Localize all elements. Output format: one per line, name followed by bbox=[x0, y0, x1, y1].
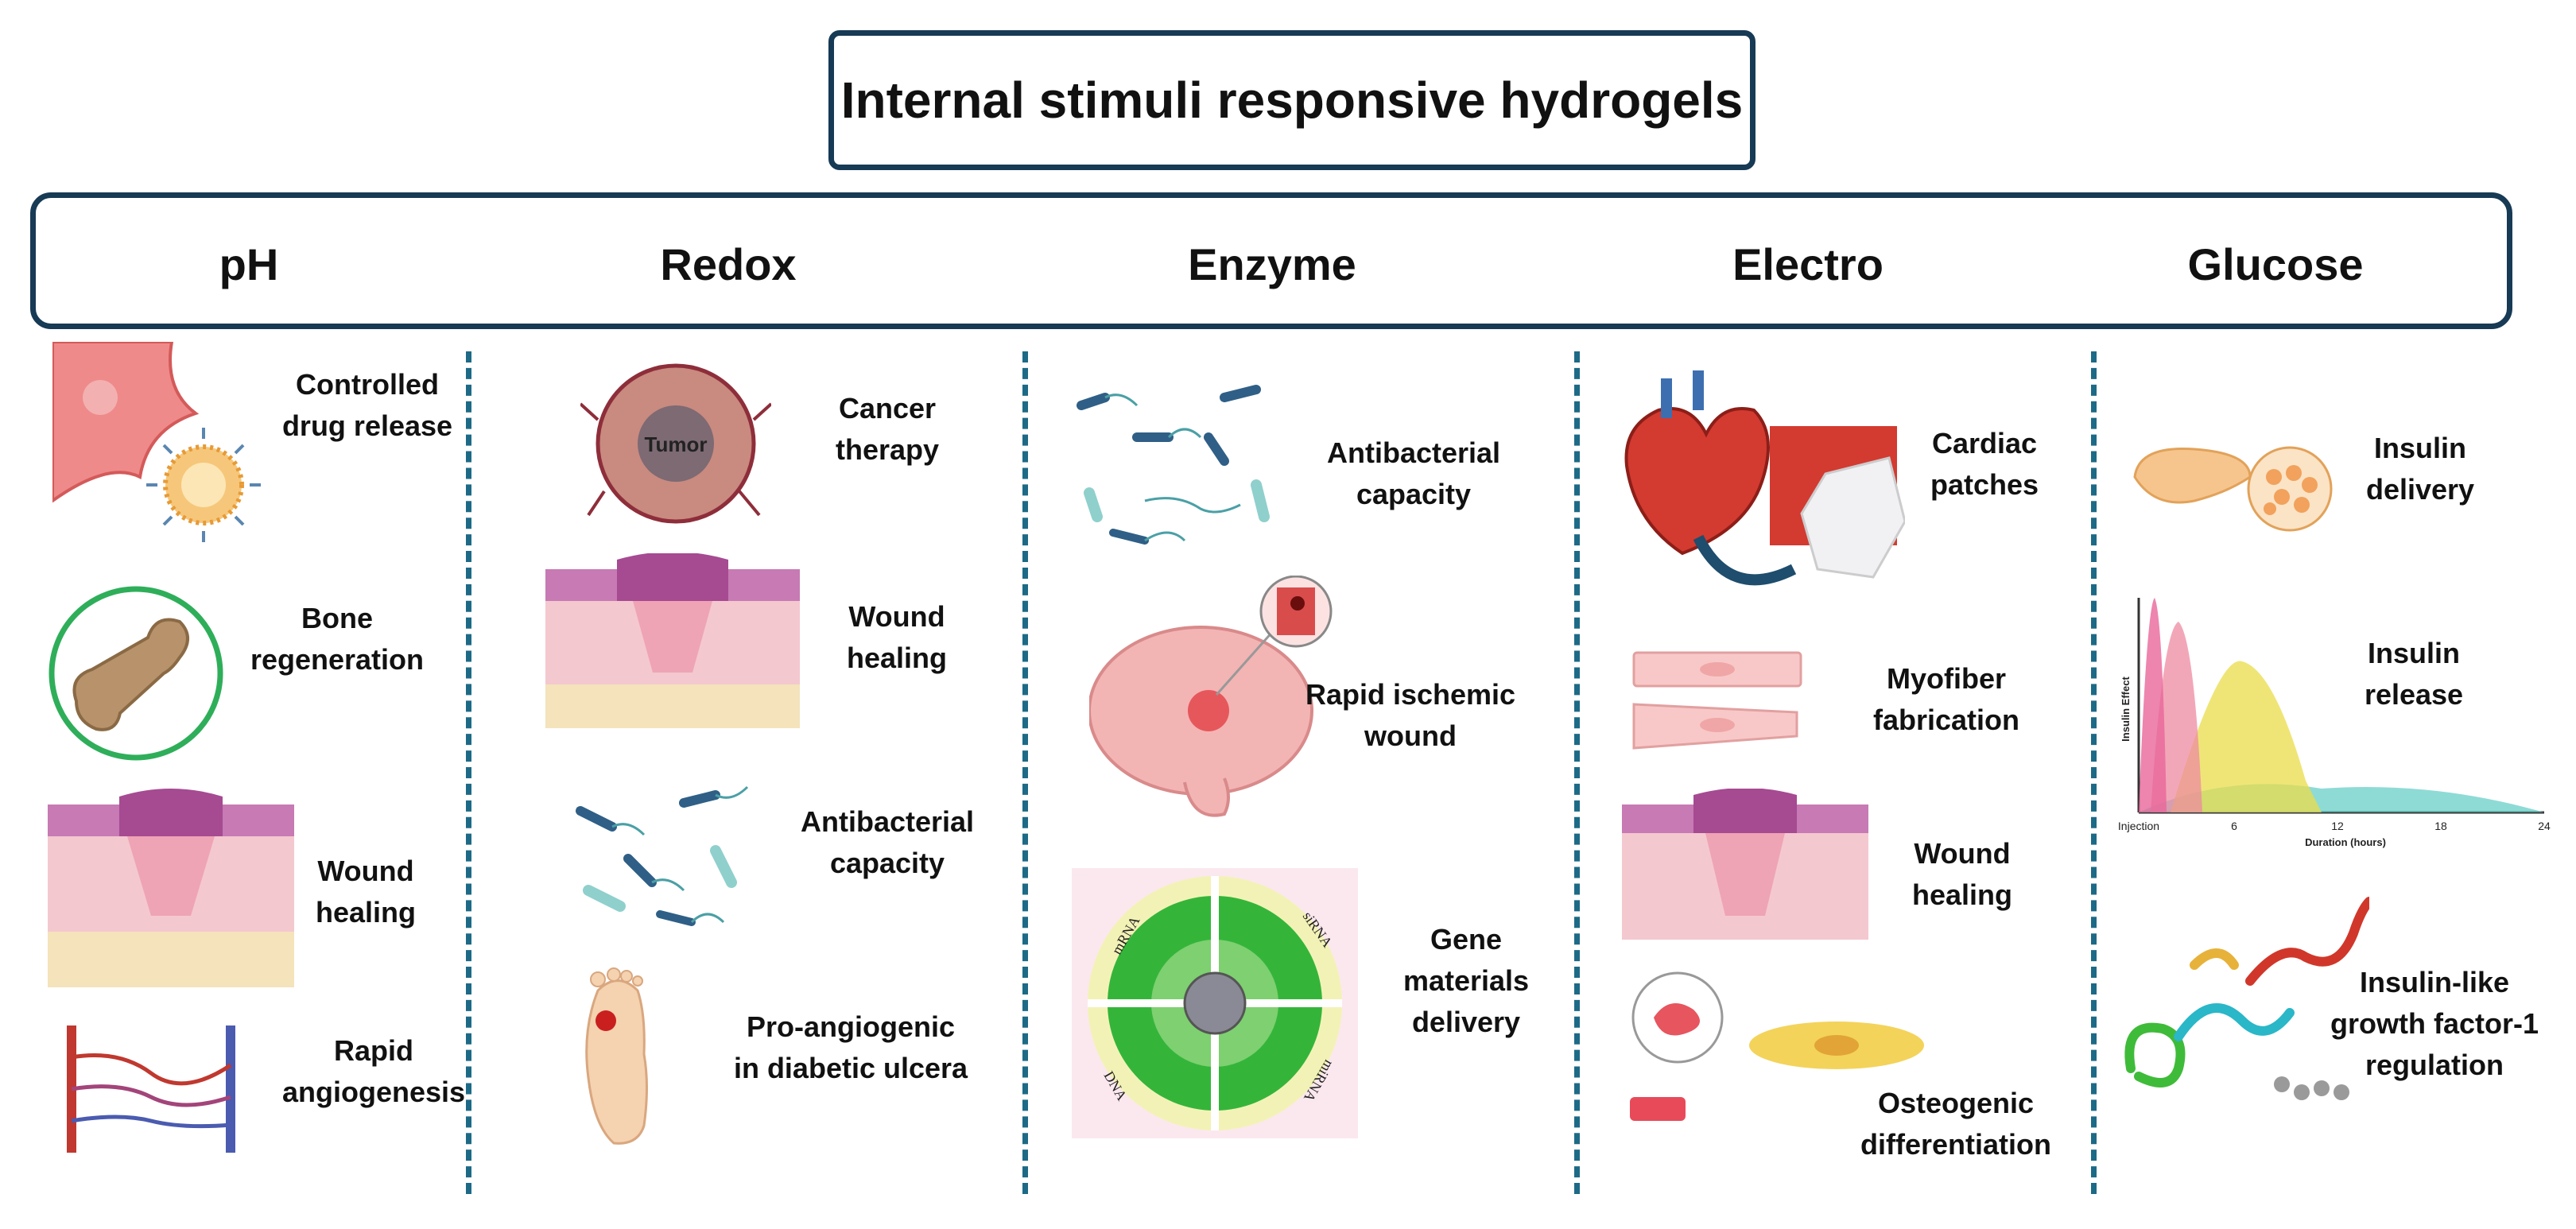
chart-tick: Injection bbox=[2118, 820, 2159, 832]
skin-wound-icon bbox=[545, 553, 800, 728]
foot-ulcer-icon bbox=[574, 967, 661, 1150]
category-glucose: Glucose bbox=[2187, 239, 2364, 289]
heart-patch-icon bbox=[1619, 362, 1905, 601]
column-divider bbox=[1022, 351, 1028, 1194]
bone-icon bbox=[45, 582, 227, 765]
page-title: Internal stimuli responsive hydrogels bbox=[840, 72, 1744, 129]
column-divider bbox=[1574, 351, 1580, 1194]
brain-ischemic-icon bbox=[1089, 576, 1352, 830]
chart-tick: 6 bbox=[2231, 820, 2237, 832]
chart-tick: 18 bbox=[2434, 820, 2447, 832]
chart-xlabel: Duration (hours) bbox=[2305, 836, 2386, 848]
igf1-protein-icon bbox=[2107, 894, 2369, 1132]
chart-tick: 24 bbox=[2538, 820, 2551, 832]
chart-tick: 12 bbox=[2331, 820, 2344, 832]
column-divider bbox=[466, 351, 471, 1194]
skin-wound-icon bbox=[1622, 789, 1868, 940]
category-ph: pH bbox=[219, 239, 279, 289]
osteogenic-cell-icon bbox=[1622, 970, 1940, 1129]
bacteria-icon bbox=[564, 779, 771, 938]
insulin-release-chart: Insulin Effect Injection 6 12 18 24 Dura… bbox=[2115, 590, 2560, 852]
title-box: Internal stimuli responsive hydrogels bbox=[828, 30, 1755, 170]
category-electro: Electro bbox=[1732, 239, 1884, 289]
drug-release-nanoparticle-icon bbox=[52, 342, 275, 549]
category-enzyme: Enzyme bbox=[1188, 239, 1356, 289]
category-redox: Redox bbox=[660, 239, 797, 289]
category-bar bbox=[30, 192, 2512, 329]
skin-wound-icon bbox=[48, 789, 294, 987]
gene-delivery-icon: mRNA siRNA miRNA DNA bbox=[1072, 868, 1358, 1138]
myofiber-icon bbox=[1630, 649, 1805, 752]
column-divider bbox=[2091, 351, 2097, 1194]
bacteria-icon bbox=[1065, 374, 1288, 549]
chart-ylabel: Insulin Effect bbox=[2120, 677, 2132, 742]
pancreas-icon bbox=[2131, 429, 2337, 533]
blood-vessels-icon bbox=[56, 1025, 246, 1153]
tumor-icon: Tumor bbox=[580, 356, 771, 531]
tumor-text: Tumor bbox=[645, 432, 708, 456]
